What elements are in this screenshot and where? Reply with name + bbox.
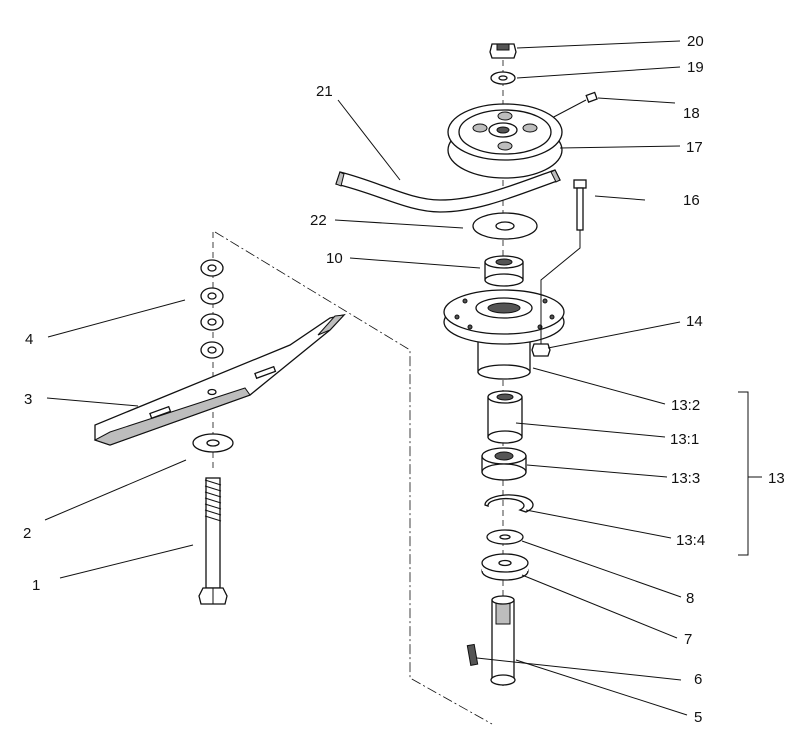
blade-washer [192,433,234,453]
blade-assembly [93,232,346,605]
callout-13-3: 13:3 [671,470,700,487]
bearing [487,390,523,444]
washer-8 [486,529,524,545]
callout-20: 20 [687,33,704,50]
callout-8: 8 [686,590,694,607]
bearing-spacer [484,255,524,287]
callout-7: 7 [684,631,692,648]
spindle-housing [443,289,565,380]
callout-21: 21 [316,83,333,100]
housing-bolt [540,179,587,344]
callout-1: 1 [32,577,40,594]
spindle-shaft [490,595,516,686]
spacer-washer [472,212,538,240]
callout-13-2: 13:2 [671,397,700,414]
spacer-7 [481,553,529,581]
callout-16: 16 [683,192,700,209]
retaining-ring [484,494,534,513]
lower-bearing [481,447,527,481]
callout-13-1: 13:1 [670,431,699,448]
leader-lines [44,40,762,716]
callout-14: 14 [686,313,703,330]
callout-4: 4 [25,331,33,348]
belt [335,169,561,213]
callout-10: 10 [326,250,343,267]
washer-stack [200,259,224,359]
callout-5: 5 [694,709,702,726]
alignment-lines [214,231,493,725]
housing-nut [531,343,551,357]
callout-6: 6 [694,671,702,688]
callout-19: 19 [687,59,704,76]
callout-3: 3 [24,391,32,408]
spindle-assembly [335,43,598,690]
callout-2: 2 [23,525,31,542]
nut [489,43,517,59]
callout-labels: 1 2 3 4 5 6 7 8 13:4 13:3 13:1 13:2 13 1… [23,33,785,726]
mower-blade [93,313,346,446]
callout-13: 13 [768,470,785,487]
blade-bolt [198,477,228,605]
callout-17: 17 [686,139,703,156]
key [466,643,479,666]
pulley [447,103,563,179]
callout-13-4: 13:4 [676,532,705,549]
top-washer [490,71,516,85]
callout-18: 18 [683,105,700,122]
callout-22: 22 [310,212,327,229]
grease-fitting [547,91,598,121]
